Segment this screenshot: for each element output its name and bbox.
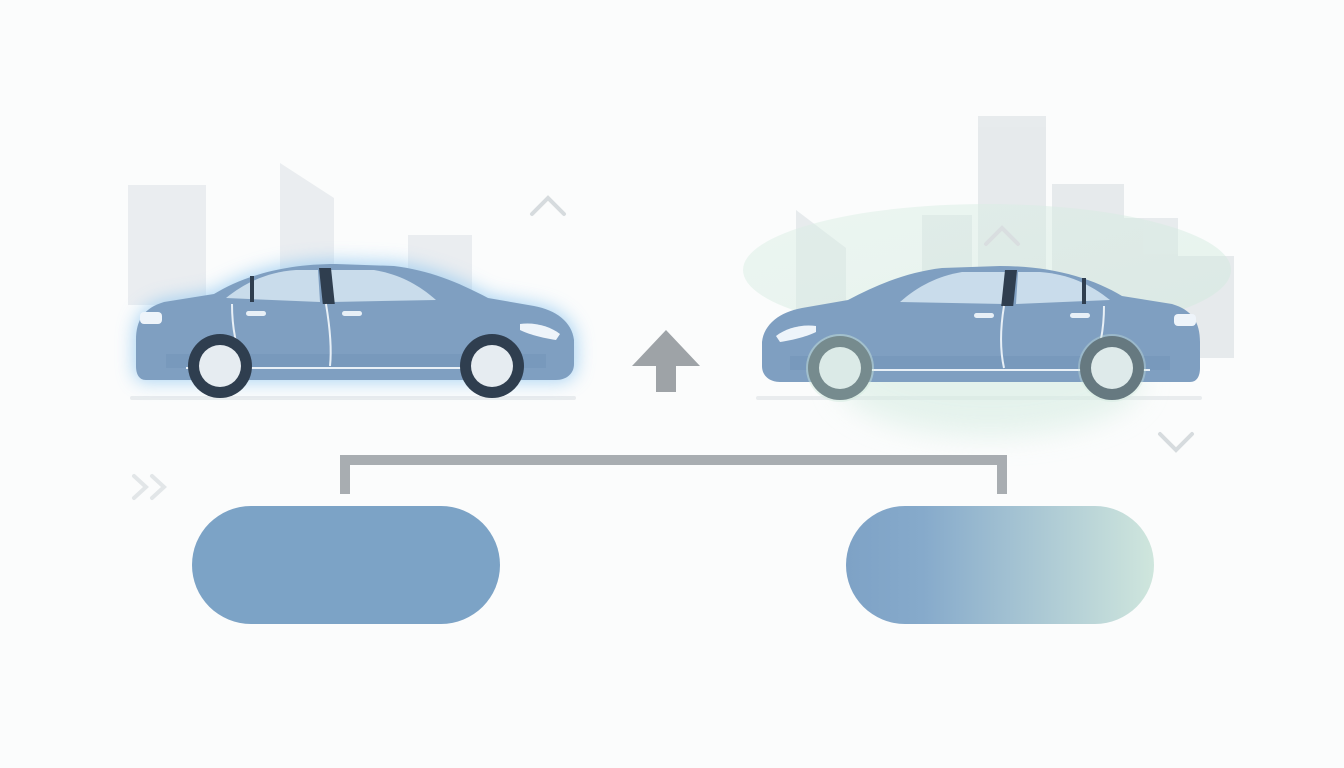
left-pill bbox=[192, 506, 500, 624]
right-pill bbox=[846, 506, 1154, 624]
up-arrow-icon bbox=[632, 330, 700, 392]
right-car bbox=[743, 204, 1231, 436]
chevron-up-icon bbox=[984, 225, 1020, 246]
double-chevron-right-icon bbox=[132, 474, 167, 500]
chevron-down-icon bbox=[1158, 432, 1194, 453]
bracket-connector bbox=[340, 455, 1007, 494]
left-ground-line bbox=[130, 396, 576, 400]
left-car bbox=[134, 260, 577, 398]
chevron-up-icon bbox=[530, 195, 566, 216]
